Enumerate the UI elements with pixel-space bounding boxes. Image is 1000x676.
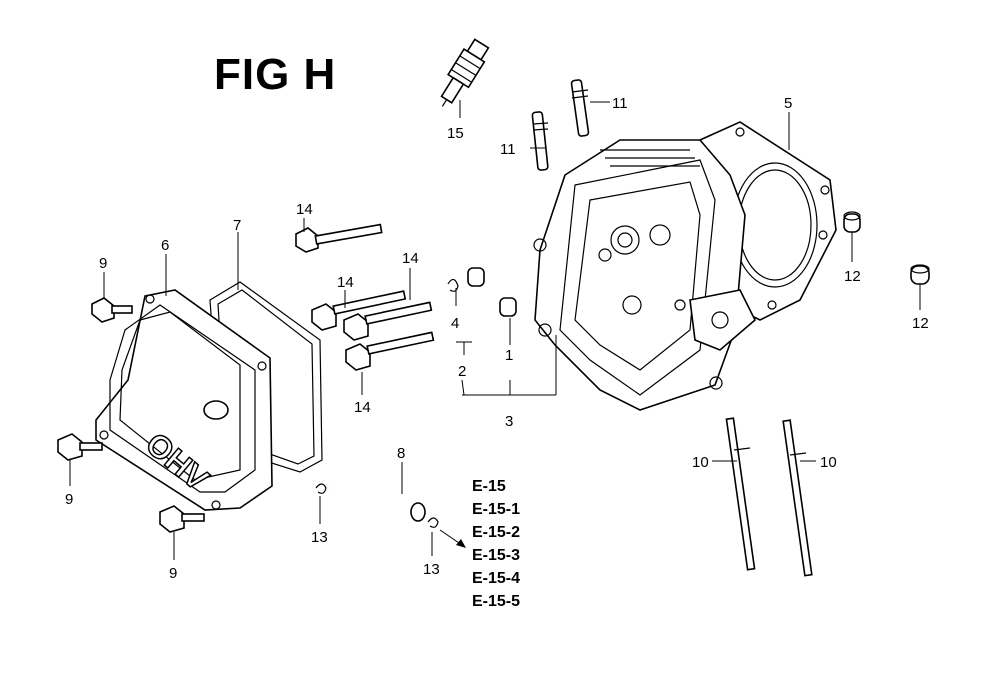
long-stud-10b <box>782 419 813 577</box>
reference-code: E-15-1 <box>472 501 521 518</box>
bolt-14d <box>345 331 435 371</box>
callout-14: 14 <box>354 399 371 416</box>
cylinder-head <box>533 139 756 411</box>
callout-8: 8 <box>397 445 405 462</box>
dowel-pin-12b <box>910 264 930 285</box>
callout-13: 13 <box>311 529 328 546</box>
callout-15: 15 <box>447 125 464 142</box>
bolt-14b <box>311 290 407 331</box>
stud-bolt-11a <box>570 79 590 137</box>
dowel-pin-12a <box>843 211 861 233</box>
callout-9: 9 <box>169 565 177 582</box>
callout-11: 11 <box>500 141 516 158</box>
flange-bolt-9a <box>91 297 133 323</box>
bolt-14a <box>295 223 383 253</box>
valve-guide-1 <box>467 267 517 317</box>
hose-clip-13b <box>427 517 439 528</box>
callout-3: 3 <box>505 413 513 430</box>
callout-12: 12 <box>912 315 929 332</box>
clip-4 <box>447 278 459 292</box>
callout-9: 9 <box>65 491 73 508</box>
breather-tube <box>327 481 426 526</box>
reference-code: E-15-3 <box>472 547 521 564</box>
flange-bolt-9c <box>159 505 205 533</box>
callout-12: 12 <box>844 268 861 285</box>
callout-2: 2 <box>458 363 466 380</box>
callout-11: 11 <box>612 95 628 112</box>
callout-7: 7 <box>233 217 241 234</box>
reference-arrow <box>439 529 466 548</box>
reference-code: E-15 <box>472 478 506 495</box>
reference-code: E-15-2 <box>472 524 521 541</box>
bolt-14c <box>343 301 433 341</box>
callout-14: 14 <box>402 250 419 267</box>
callout-4: 4 <box>451 315 459 332</box>
figure-title: FIG H <box>214 50 337 99</box>
callout-10: 10 <box>692 454 709 471</box>
reference-code: E-15-5 <box>472 593 521 610</box>
head-cover: OHV <box>95 289 273 511</box>
reference-code: E-15-4 <box>472 570 521 587</box>
leader-lines <box>69 100 921 560</box>
flange-bolt-9b <box>57 433 103 461</box>
callout-13: 13 <box>423 561 440 578</box>
callout-6: 6 <box>161 237 169 254</box>
stud-bolt-11b <box>531 111 549 171</box>
hose-clip-13a <box>315 483 327 494</box>
callout-numbers: 15 11 11 5 14 14 14 14 6 7 9 9 9 4 2 1 3… <box>65 95 929 582</box>
long-stud-10a <box>725 417 756 571</box>
callout-9: 9 <box>99 255 107 272</box>
callout-14: 14 <box>296 201 313 218</box>
spark-plug <box>440 38 490 107</box>
callout-10: 10 <box>820 454 837 471</box>
callout-5: 5 <box>784 95 792 112</box>
callout-14: 14 <box>337 274 354 291</box>
callout-1: 1 <box>505 347 513 364</box>
